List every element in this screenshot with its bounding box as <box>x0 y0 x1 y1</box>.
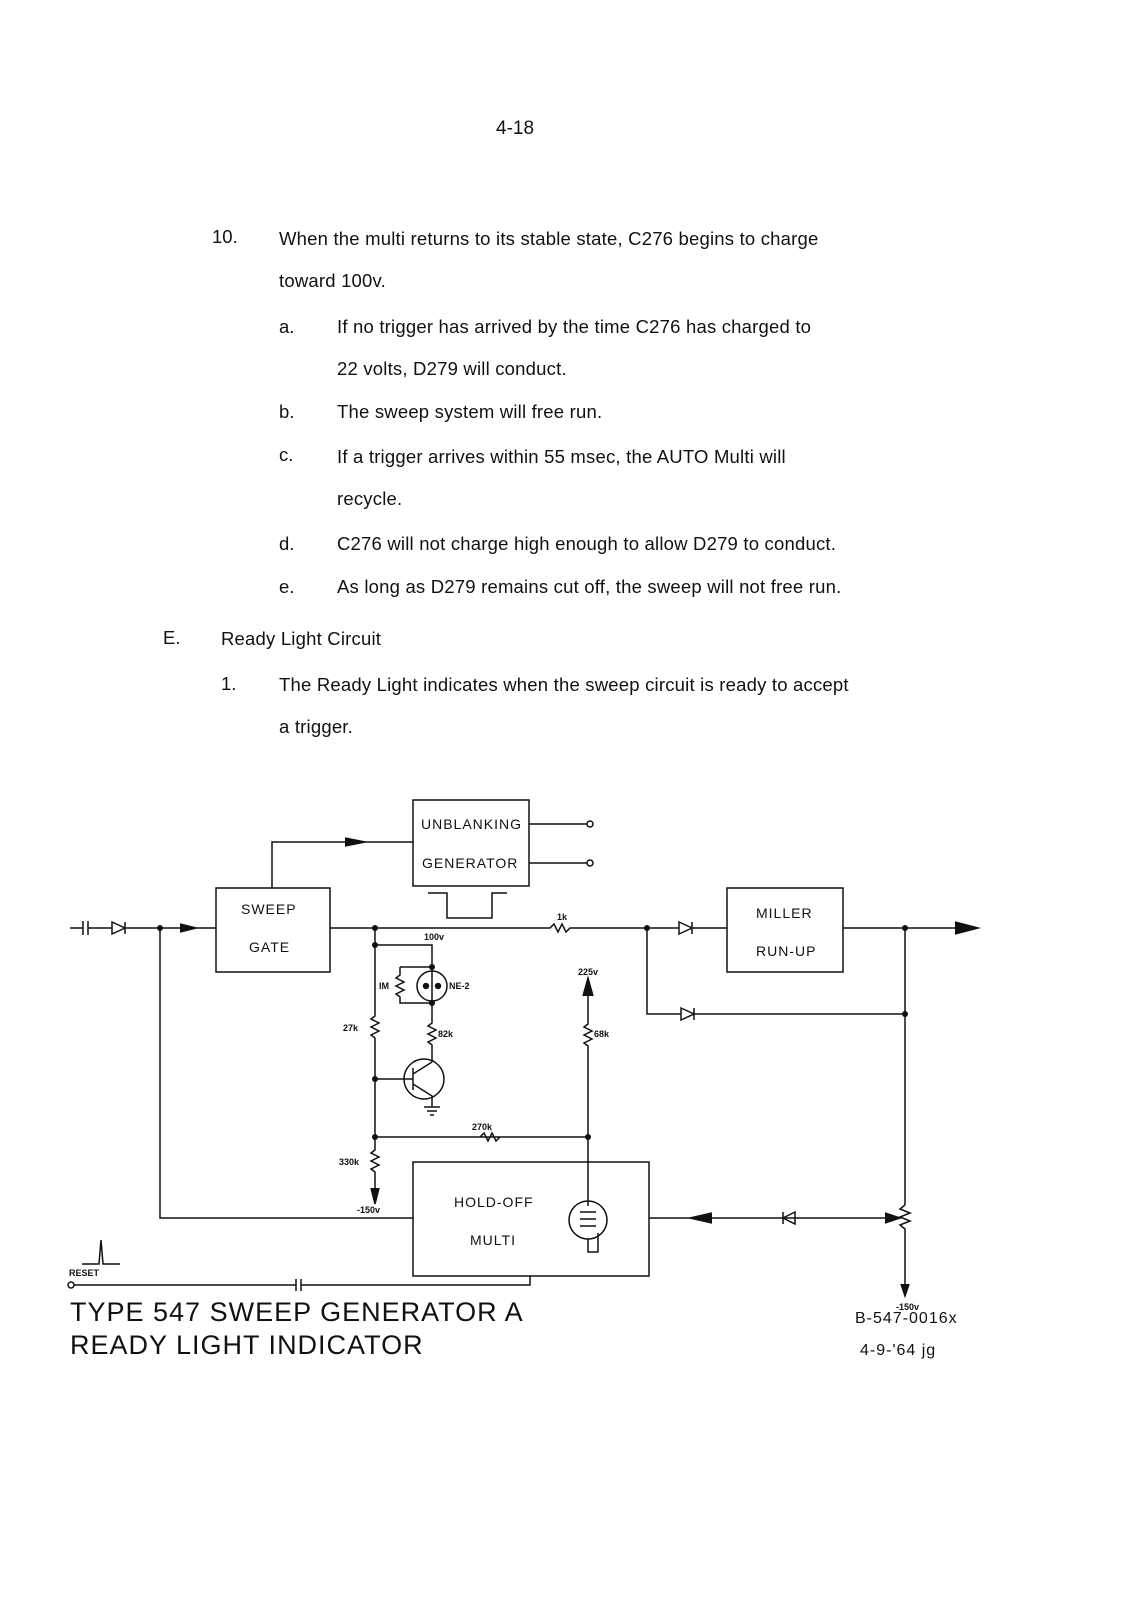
item-number: 10. <box>212 226 238 247</box>
hold-off-multi-block <box>412 1161 650 1277</box>
section-e-item-1-line-2: a trigger. <box>279 716 353 737</box>
resistor-27k-label: 27k <box>343 1023 359 1033</box>
sub-item-c-line-1: If a trigger arrives within 55 msec, the… <box>337 446 786 467</box>
diagram-title: TYPE 547 SWEEP GENERATOR A <box>70 1297 524 1327</box>
sweep-gate-block <box>215 887 331 973</box>
unblanking-generator-block <box>412 799 530 887</box>
holdoff-label: MULTI <box>470 1232 516 1248</box>
voltage-225v-label: 225v <box>578 967 598 977</box>
miller-run-up-block <box>726 887 844 973</box>
miller-label: MILLER <box>756 905 813 921</box>
voltage-neg150-label: -150v <box>357 1205 380 1215</box>
resistor-330k-label: 330k <box>339 1157 360 1167</box>
sub-item-letter: e. <box>279 576 295 597</box>
resistor-1k-label: 1k <box>557 912 568 922</box>
ne2-label: NE-2 <box>449 981 470 991</box>
miller-label: RUN-UP <box>756 943 816 959</box>
sub-item-letter: d. <box>279 533 295 554</box>
sub-item-a-line-2: 22 volts, D279 will conduct. <box>337 358 567 379</box>
sub-item-b-line-1: The sweep system will free run. <box>337 401 603 422</box>
item-10-line-2: toward 100v. <box>279 270 386 291</box>
drawing-date: 4-9-'64 jg <box>860 1342 936 1359</box>
reset-label: RESET <box>69 1268 100 1278</box>
sweep-gate-label: SWEEP <box>241 901 297 917</box>
resistor-68k-label: 68k <box>594 1029 610 1039</box>
unblanking-label: GENERATOR <box>422 855 518 871</box>
sub-item-c-line-2: recycle. <box>337 488 403 509</box>
holdoff-label: HOLD-OFF <box>454 1194 534 1210</box>
item-10-line-1: When the multi returns to its stable sta… <box>279 228 819 249</box>
section-title: Ready Light Circuit <box>221 628 382 649</box>
sub-item-letter: a. <box>279 316 295 337</box>
drawing-number: B-547-0016x <box>855 1310 958 1327</box>
resistor-270k-label: 270k <box>472 1122 493 1132</box>
sweep-gate-label: GATE <box>249 939 290 955</box>
unblanking-label: UNBLANKING <box>421 816 522 832</box>
page-number: 4-18 <box>496 118 535 139</box>
sub-item-a-line-1: If no trigger has arrived by the time C2… <box>337 316 812 337</box>
section-letter: E. <box>163 627 181 648</box>
sub-item-d-line-1: C276 will not charge high enough to allo… <box>337 533 837 554</box>
sub-item-letter: b. <box>279 401 295 422</box>
item-number: 1. <box>221 673 237 694</box>
sub-item-letter: c. <box>279 444 294 465</box>
resistor-82k-label: 82k <box>438 1029 454 1039</box>
voltage-100v-label: 100v <box>424 932 444 942</box>
resistor-1m-label: IM <box>379 981 389 991</box>
section-e-item-1-line-1: The Ready Light indicates when the sweep… <box>279 674 849 695</box>
voltage-neg150-label: -150v <box>896 1302 919 1312</box>
diagram-subtitle: READY LIGHT INDICATOR <box>70 1330 424 1360</box>
sub-item-e-line-1: As long as D279 remains cut off, the swe… <box>337 576 842 597</box>
